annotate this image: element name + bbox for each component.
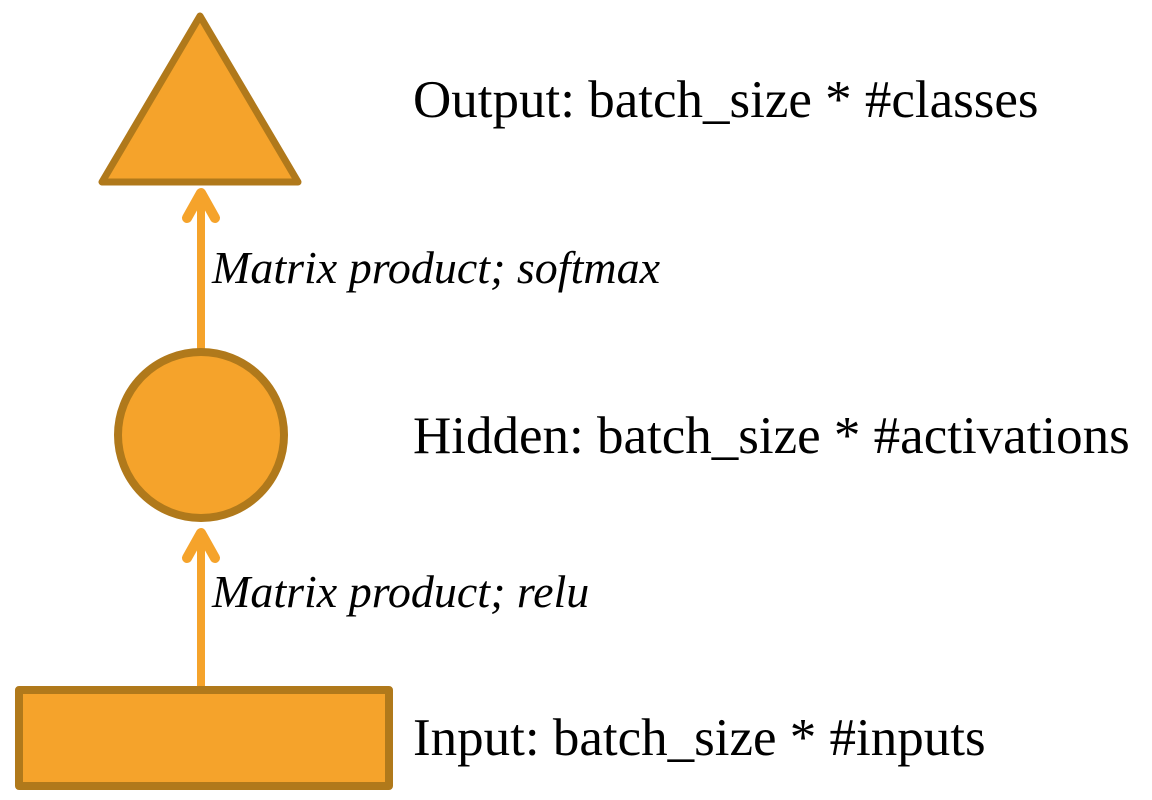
edge-label-softmax: Matrix product; softmax [212,242,661,293]
edge-label-relu: Matrix product; relu [212,566,590,617]
input-node-label: Input: batch_size * #inputs [413,709,986,767]
edge-arrow-softmax [182,188,220,352]
hidden-node-label: Hidden: batch_size * #activations [413,407,1130,465]
input-node-rectangle [15,686,393,790]
output-node-label: Output: batch_size * #classes [413,71,1039,129]
hidden-node-circle [114,348,288,522]
output-node-triangle [98,12,302,186]
edge-arrow-relu [182,528,220,687]
